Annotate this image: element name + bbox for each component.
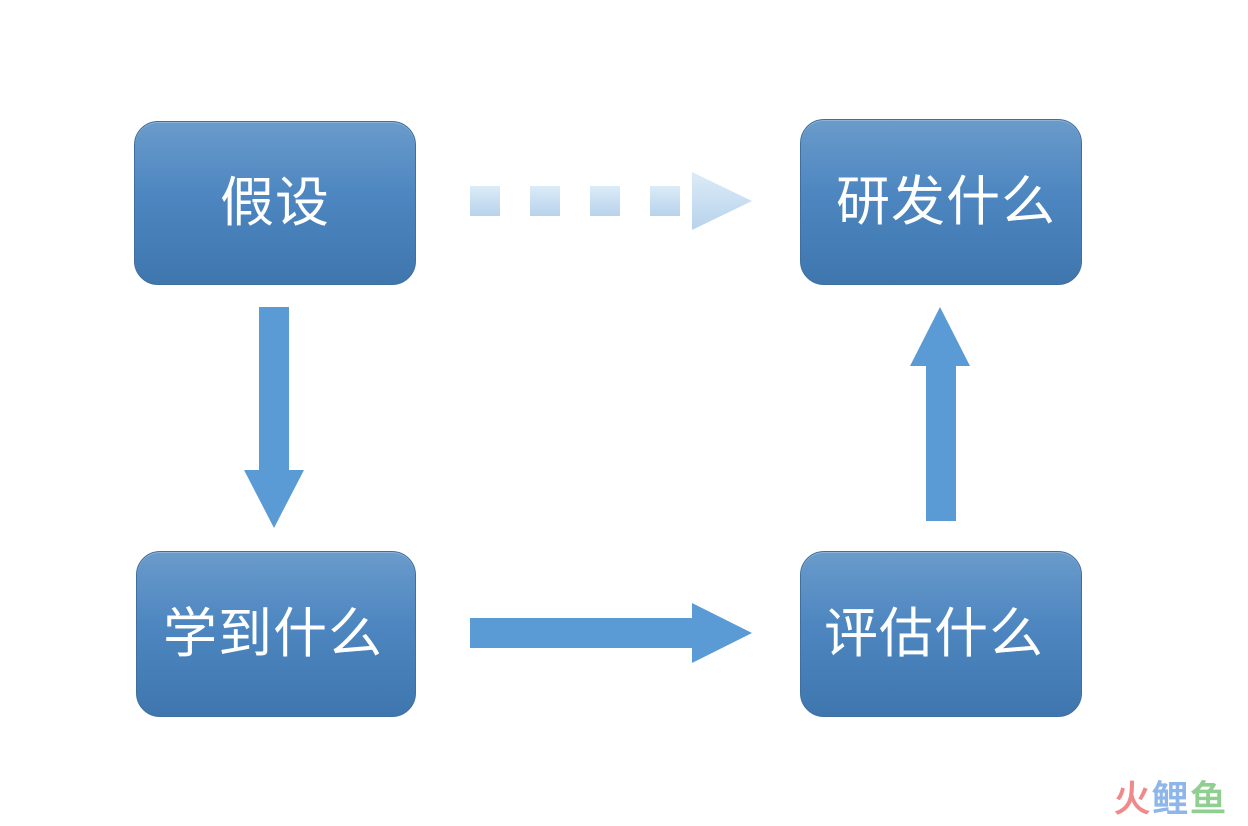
node-build: 研发什么: [800, 119, 1082, 285]
watermark-char-1: 火: [1113, 779, 1150, 820]
node-measure-label: 评估什么: [824, 602, 1044, 665]
arrow-learn-to-measure: [470, 603, 752, 663]
node-learn-label: 学到什么: [163, 602, 383, 665]
arrow-hypothesis-to-learn: [244, 307, 304, 528]
node-hypothesis: 假设: [134, 121, 416, 285]
watermark-char-2: 鲤: [1151, 779, 1188, 820]
watermark-char-3: 鱼: [1189, 779, 1226, 820]
arrow-measure-to-build: [910, 307, 970, 521]
dashed-arrow-hypothesis-to-build: [470, 172, 752, 230]
watermark-logo: 火 鲤 鱼: [1114, 782, 1226, 818]
node-hypothesis-label: 假设: [220, 171, 330, 234]
node-learn: 学到什么: [136, 551, 416, 717]
node-build-label: 研发什么: [836, 170, 1056, 233]
node-measure: 评估什么: [800, 551, 1082, 717]
